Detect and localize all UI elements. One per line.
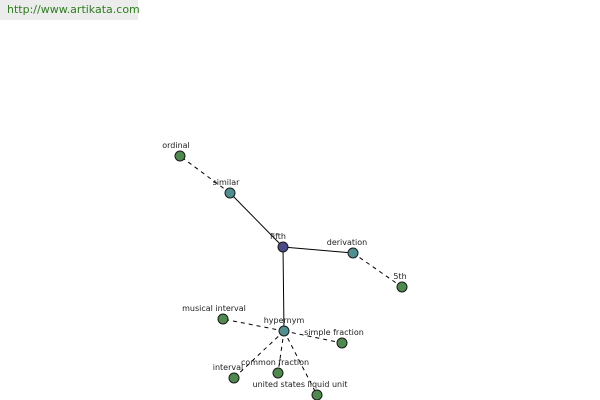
edge-hypernym-common-fraction [277, 330, 285, 374]
node-derivation[interactable] [347, 247, 359, 259]
node-label-ordinal: ordinal [162, 141, 190, 150]
node-common-fraction[interactable] [272, 367, 284, 379]
labels-layer: fifth similar derivation hypernym ordinal 5th… [162, 141, 406, 389]
node-interval[interactable] [228, 372, 240, 384]
edges-layer [179, 155, 403, 396]
node-fifth[interactable] [277, 241, 289, 253]
node-ordinal[interactable] [174, 150, 186, 162]
node-label-common-fraction: common fraction [241, 358, 309, 367]
nodes-layer [174, 150, 408, 400]
edge-fifth-hypernym [282, 246, 285, 332]
node-label-interval: interval [213, 363, 244, 372]
node-label-similar: similar [213, 178, 241, 187]
node-5th[interactable] [396, 281, 408, 293]
node-simple-fraction[interactable] [336, 337, 348, 349]
edge-hypernym-interval [233, 330, 285, 379]
url-banner: http://www.artikata.com [0, 0, 140, 20]
edge-fifth-derivation [282, 246, 354, 254]
node-musical-interval[interactable] [217, 313, 229, 325]
node-label-derivation: derivation [327, 238, 367, 247]
node-hypernym[interactable] [278, 325, 290, 337]
url-link[interactable]: http://www.artikata.com [7, 3, 140, 16]
node-label-musical-interval: musical interval [182, 304, 246, 313]
node-label-united-states-liquid-unit: united states liquid unit [253, 380, 348, 389]
edge-fifth-similar [229, 192, 284, 248]
node-united-states-liquid-unit[interactable] [311, 389, 323, 400]
node-label-fifth: fifth [270, 232, 286, 241]
node-similar[interactable] [224, 187, 236, 199]
edge-hypernym-musical-interval [222, 318, 285, 332]
node-label-5th: 5th [393, 272, 406, 281]
edge-derivation-5th [352, 252, 403, 288]
edge-similar-ordinal [179, 155, 231, 194]
node-label-hypernym: hypernym [264, 316, 305, 325]
edge-hypernym-simple-fraction [283, 330, 343, 344]
node-label-simple-fraction: simple fraction [304, 328, 364, 337]
